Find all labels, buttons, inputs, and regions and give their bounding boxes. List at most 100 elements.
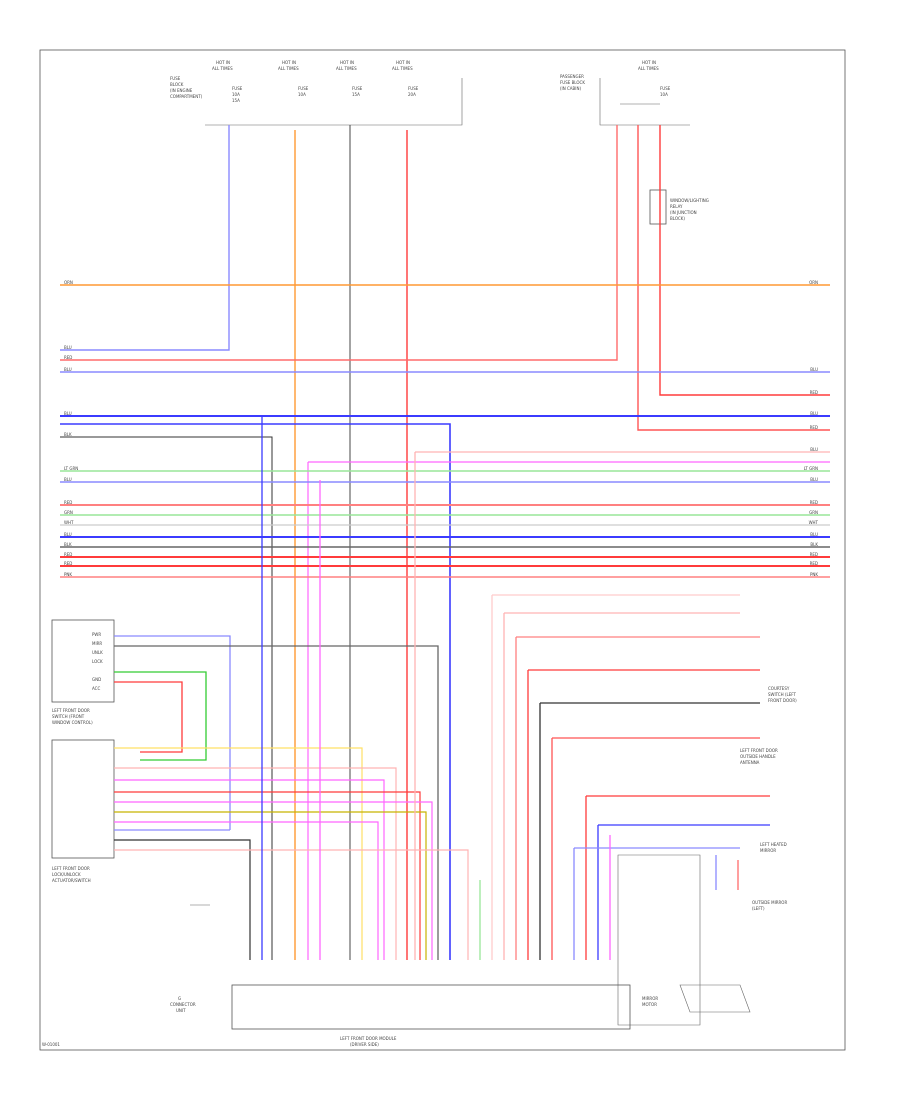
svg-text:RED: RED	[810, 552, 818, 557]
svg-text:BLU: BLU	[810, 532, 818, 537]
svg-text:RED: RED	[64, 561, 72, 566]
right-row-labels: ORN BLU RED BLU RED BLU LT GRN BLU RED G…	[804, 280, 819, 577]
switch2-wires	[114, 747, 469, 960]
svg-text:ALL TIMES: ALL TIMES	[336, 66, 357, 71]
svg-text:(LEFT): (LEFT)	[752, 906, 765, 911]
svg-text:BLK: BLK	[810, 542, 818, 547]
svg-text:MIRROR: MIRROR	[760, 848, 776, 853]
left-fuse-4: HOT IN ALL TIMES FUSE 20A	[392, 60, 419, 97]
svg-text:HOT IN: HOT IN	[642, 60, 656, 65]
svg-text:FUSE: FUSE	[408, 86, 419, 91]
svg-text:BLU: BLU	[810, 411, 818, 416]
right-components: COURTESY SWITCH (LEFT FRONT DOOR) LEFT F…	[740, 686, 797, 911]
svg-text:(DRIVER SIDE): (DRIVER SIDE)	[350, 1042, 379, 1047]
svg-text:RED: RED	[810, 390, 818, 395]
svg-text:LOCK: LOCK	[92, 659, 103, 664]
svg-text:UNIT: UNIT	[176, 1008, 186, 1013]
fuse-feed-wires	[60, 125, 830, 960]
svg-text:(IN JUNCTION: (IN JUNCTION	[670, 210, 697, 215]
ground-connector: G CONNECTOR UNIT	[170, 904, 210, 1013]
svg-text:HOT IN: HOT IN	[216, 60, 230, 65]
svg-text:BLOCK): BLOCK)	[670, 216, 685, 221]
svg-text:FUSE: FUSE	[352, 86, 363, 91]
svg-text:WHT: WHT	[64, 520, 74, 525]
svg-text:ANTENNA: ANTENNA	[740, 760, 760, 765]
left-front-door-switch: PWR MIRR UNLK LOCK GND ACC LEFT FRONT DO…	[51, 619, 115, 725]
right-fuse-block: PASSENGER FUSE BLOCK (IN CABIN) HOT IN A…	[560, 60, 690, 126]
left-fuse-2: HOT IN ALL TIMES FUSE 10A	[278, 60, 309, 97]
svg-text:LEFT FRONT DOOR: LEFT FRONT DOOR	[52, 866, 90, 871]
svg-text:BLU: BLU	[64, 367, 72, 372]
svg-text:HOT IN: HOT IN	[340, 60, 354, 65]
svg-text:ALL TIMES: ALL TIMES	[392, 66, 413, 71]
svg-text:MOTOR: MOTOR	[642, 1002, 657, 1007]
svg-text:BLU: BLU	[64, 477, 72, 482]
feed-right-pink	[60, 125, 618, 361]
svg-text:BLU: BLU	[64, 345, 72, 350]
svg-text:SWITCH (FRONT: SWITCH (FRONT	[52, 714, 85, 719]
window-lighting-relay: WINDOW/LIGHTING RELAY (IN JUNCTION BLOCK…	[649, 189, 709, 225]
svg-text:20A: 20A	[408, 92, 416, 97]
svg-text:(IN CABIN): (IN CABIN)	[560, 86, 581, 91]
svg-text:CONNECTOR: CONNECTOR	[170, 1002, 196, 1007]
svg-text:BLK: BLK	[64, 432, 72, 437]
footer-code: W-01001	[42, 1042, 60, 1047]
svg-text:10A: 10A	[298, 92, 306, 97]
svg-text:GND: GND	[92, 677, 101, 682]
svg-text:ACC: ACC	[92, 686, 100, 691]
svg-text:MIRROR: MIRROR	[642, 996, 658, 1001]
module-vertical-wires	[261, 416, 481, 960]
svg-text:PASSENGER: PASSENGER	[560, 74, 584, 79]
svg-text:OUTSIDE HANDLE: OUTSIDE HANDLE	[740, 754, 776, 759]
svg-text:OUTSIDE MIRROR: OUTSIDE MIRROR	[752, 900, 787, 905]
svg-text:ORN: ORN	[809, 280, 818, 285]
svg-text:FRONT DOOR): FRONT DOOR)	[768, 698, 797, 703]
bus-wires	[60, 284, 830, 960]
svg-text:ACTUATOR/SWITCH: ACTUATOR/SWITCH	[52, 878, 91, 883]
feed-blue	[60, 125, 230, 351]
svg-text:RED: RED	[810, 425, 818, 430]
svg-text:WINDOW/LIGHTING: WINDOW/LIGHTING	[670, 198, 709, 203]
svg-text:HOT IN: HOT IN	[396, 60, 410, 65]
left-fuse-block: FUSE BLOCK (IN ENGINE COMPARTMENT) HOT I…	[170, 60, 463, 126]
diagram-frame	[39, 49, 846, 1051]
svg-text:G: G	[178, 996, 181, 1001]
svg-text:10A: 10A	[660, 92, 668, 97]
switch1-wires	[114, 635, 439, 960]
svg-text:ORN: ORN	[64, 280, 73, 285]
svg-text:GRN: GRN	[809, 510, 818, 515]
left-fuse-caption-3: (IN ENGINE	[170, 88, 193, 93]
svg-text:15A: 15A	[232, 98, 240, 103]
left-row-labels: ORN BLU RED BLU BLU BLK LT GRN BLU RED G…	[64, 280, 78, 577]
svg-text:10A: 10A	[232, 92, 240, 97]
mirror-motor: MIRROR MOTOR	[617, 854, 751, 1026]
svg-text:RED: RED	[810, 561, 818, 566]
svg-text:LT GRN: LT GRN	[64, 466, 78, 471]
svg-text:RED: RED	[64, 355, 72, 360]
svg-text:LEFT FRONT DOOR MODULE: LEFT FRONT DOOR MODULE	[340, 1036, 397, 1041]
svg-text:RED: RED	[810, 500, 818, 505]
svg-text:MIRR: MIRR	[92, 641, 102, 646]
svg-text:BLK: BLK	[64, 542, 72, 547]
svg-text:ALL TIMES: ALL TIMES	[278, 66, 299, 71]
svg-text:FUSE: FUSE	[298, 86, 309, 91]
svg-text:ALL TIMES: ALL TIMES	[212, 66, 233, 71]
svg-text:UNLK: UNLK	[92, 650, 103, 655]
feed-right-red2	[659, 125, 830, 396]
svg-text:PNK: PNK	[810, 572, 818, 577]
svg-text:ALL TIMES: ALL TIMES	[638, 66, 659, 71]
svg-text:GRN: GRN	[64, 510, 73, 515]
svg-text:LOCK/UNLOCK: LOCK/UNLOCK	[52, 872, 81, 877]
svg-text:HOT IN: HOT IN	[282, 60, 296, 65]
svg-text:BLU: BLU	[64, 411, 72, 416]
svg-text:SWITCH (LEFT: SWITCH (LEFT	[768, 692, 797, 697]
svg-text:PNK: PNK	[64, 572, 72, 577]
main-module: LEFT FRONT DOOR MODULE (DRIVER SIDE)	[231, 984, 631, 1047]
svg-text:LEFT FRONT DOOR: LEFT FRONT DOOR	[52, 708, 90, 713]
svg-text:RELAY: RELAY	[670, 204, 683, 209]
left-front-door-lock: LEFT FRONT DOOR LOCK/UNLOCK ACTUATOR/SWI…	[51, 739, 115, 883]
left-fuse-3: HOT IN ALL TIMES FUSE 15A	[336, 60, 363, 97]
svg-text:WHT: WHT	[809, 520, 819, 525]
svg-text:15A: 15A	[352, 92, 360, 97]
